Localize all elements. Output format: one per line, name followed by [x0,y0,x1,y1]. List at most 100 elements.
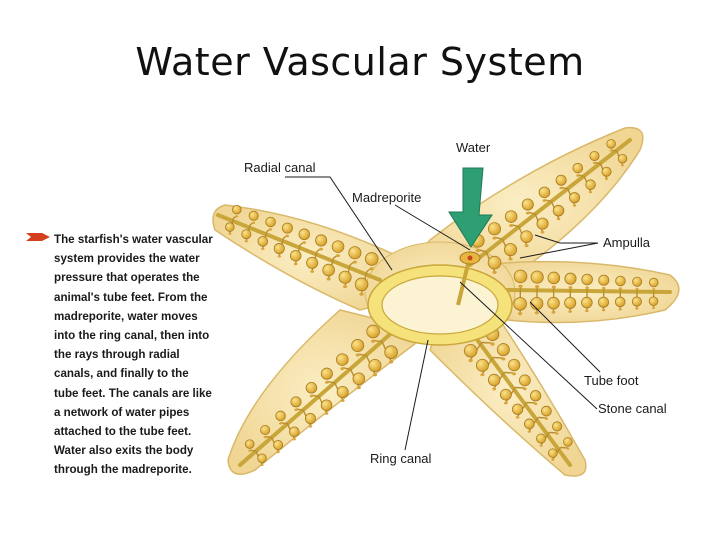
tube-foot-tip [359,292,364,296]
tube-foot-tip [292,438,296,441]
tube-foot-tip [525,211,530,215]
ampulla-bulb [538,186,551,199]
label-stone-canal: Stone canal [598,401,667,416]
ampulla-bulb [615,275,626,287]
ampulla-bulb [552,204,565,217]
tube-foot-tip [309,394,314,398]
tube-foot-tip [635,307,639,310]
ampulla-bulb [348,246,362,260]
tube-foot-tip [635,287,639,290]
ampulla-bulb [504,243,518,257]
ampulla-bulb [632,276,643,287]
tube-foot-tip [235,215,239,218]
tube-foot-tip [248,449,252,452]
ampulla-bulb [617,153,628,164]
ampulla-bulb [581,296,593,309]
label-madreporite: Madreporite [352,190,421,205]
tube-foot-tip [576,174,580,177]
tube-foot-tip [504,401,508,405]
tube-foot-tip [492,236,497,240]
tube-foot-tip [568,310,573,313]
ampulla-bulb [518,374,531,387]
tube-foot-tip [492,387,497,391]
ampulla-bulb [232,204,242,215]
tube-foot-tip [509,224,514,228]
ampulla-bulb [606,139,616,149]
ampulla-bulb [320,367,333,380]
label-ampulla: Ampulla [603,235,651,250]
tube-foot-tip [618,308,622,311]
tube-foot-tip [540,230,545,234]
tube-foot-tip [508,257,513,261]
tube-foot-tip [276,450,280,454]
tube-foot-tip [621,164,625,167]
ampulla-bulb [336,353,349,366]
tube-foot-tip [252,221,256,225]
ampulla-bulb [384,345,398,359]
label-radial-canal: Radial canal [244,160,316,175]
tube-foot-tip [319,247,324,251]
tube-foot-tip [501,357,506,361]
ampulla-bulb [563,437,573,447]
ampulla-bulb [257,453,267,464]
tube-foot-tip [551,458,555,461]
tube-foot-tip [468,358,473,363]
tube-foot-tip [356,386,361,390]
ampulla-bulb [564,296,577,309]
ampulla-bulb [507,358,521,372]
tube-foot-tip [555,432,559,435]
ampulla-bulb [552,421,563,432]
tube-foot-tip [388,360,394,364]
tube-foot-tip [609,149,613,152]
tube-foot-tip [260,463,264,467]
ampulla-bulb [248,210,259,221]
ampulla-bulb [298,228,311,241]
tube-foot-tip [263,435,267,439]
ampulla-bulb [555,174,567,186]
ampulla-bulb [245,439,255,449]
tube-foot-tip [534,311,539,315]
ampulla-bulb [536,433,547,444]
ampulla-bulb [338,270,352,284]
ampulla-bulb [257,236,269,247]
ampulla-bulb [487,255,502,270]
ampulla-bulb [304,412,316,424]
leader-ring-canal [404,339,429,451]
tube-foot-stem [492,356,504,359]
tube-foot-tip [336,254,341,258]
leader-ampulla-2 [519,242,599,259]
ampulla-bulb [241,229,252,240]
ring-canal-shape [367,264,513,346]
ampulla-bulb [504,210,518,223]
ampulla-bulb [581,273,593,286]
tube-foot-tip [512,372,517,376]
ampulla-bulb [529,390,542,402]
ampulla-bulb [547,296,560,310]
tube-foot-stem [515,386,525,389]
tube-foot-tip [524,244,529,248]
ampulla-bulb [536,217,549,230]
ampulla-bulb [524,418,535,430]
ampulla-bulb [364,252,379,266]
ampulla-bulb [487,373,501,387]
ampulla-bulb [368,358,382,372]
ampulla-bulb [598,274,610,286]
ampulla-bulb [354,277,369,292]
leader-radial-canal [285,176,393,271]
ampulla-bulb [331,240,345,253]
tube-foot-tip [490,342,495,346]
ampulla-bulb [366,324,380,339]
tube-foot-tip [326,277,331,281]
tube-foot-tip [308,425,313,428]
tube-foot-tip [261,247,265,251]
ampulla-bulb [513,297,527,311]
tube-foot-tip [515,415,520,419]
ampulla-bulb [601,166,612,177]
tube-foot-tip [592,161,597,165]
ampulla-bulb [614,296,626,308]
tube-foot-tip [542,199,547,202]
tube-foot-tip [522,387,527,391]
ampulla-bulb [352,372,366,385]
tube-foot-stem [504,371,515,374]
